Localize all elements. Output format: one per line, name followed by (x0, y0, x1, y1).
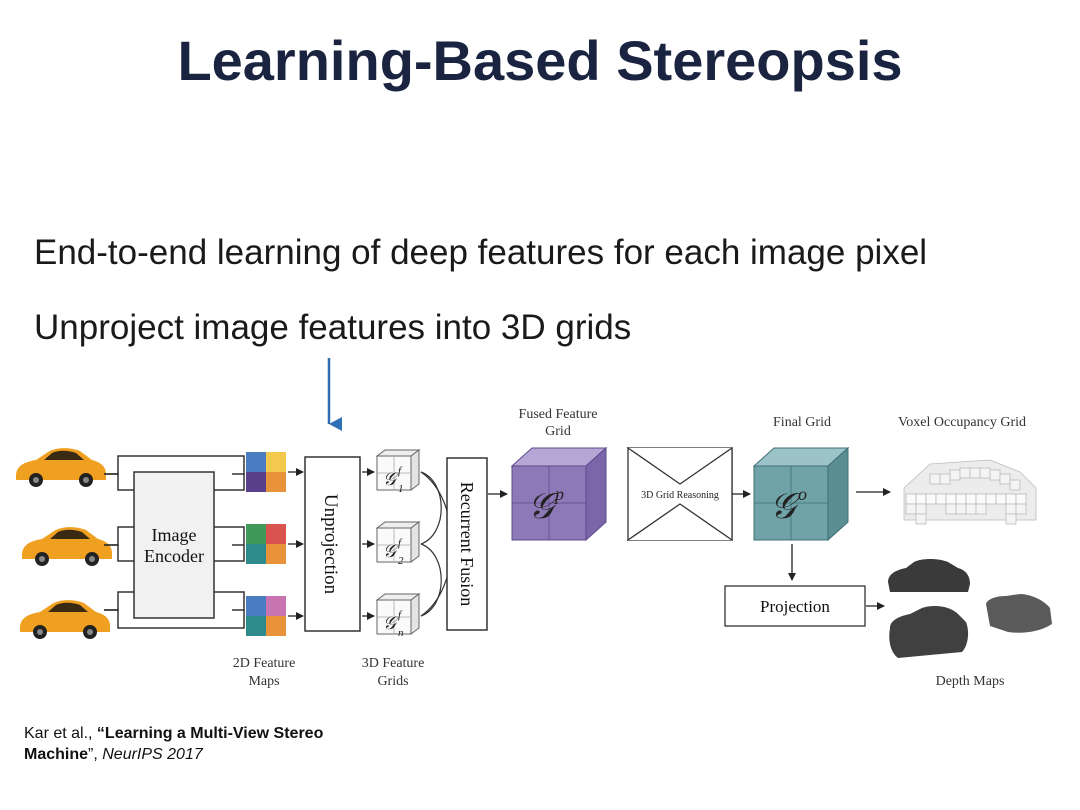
feature-grids-3d-label-line1: 3D Feature (362, 656, 425, 671)
feature-map-3 (246, 596, 286, 636)
slide-title: Learning-Based Stereopsis (177, 29, 903, 92)
grid-n-superscript: f (398, 609, 403, 621)
grid-1-subscript: 1 (398, 483, 404, 495)
depth-map-2 (986, 594, 1052, 633)
unprojection-label: Unprojection (320, 494, 341, 595)
citation-close-quote: ”, (88, 746, 103, 763)
input-car-2 (22, 527, 112, 566)
grid-1-superscript: f (398, 465, 403, 477)
image-encoder-label-line2: Encoder (144, 546, 204, 566)
citation-paper-title: “Learning a Multi-View Stereo Machine (24, 725, 324, 763)
feature-map-1 (246, 452, 286, 492)
voxel-occupancy-label: Voxel Occupancy Grid (898, 415, 1026, 430)
recurrent-fusion-block (446, 457, 488, 631)
image-encoder-label-line1: Image (152, 525, 197, 545)
final-grid-cube (752, 446, 850, 542)
depth-maps-label: Depth Maps (936, 674, 1005, 689)
depth-maps (888, 559, 1052, 658)
projection-block (724, 585, 866, 627)
bullet-deep-features: End-to-end learning of deep features for… (34, 233, 928, 272)
feature-map-2 (246, 524, 286, 564)
depth-map-3 (889, 606, 969, 658)
feature-grids-3d-label-line2: Grids (377, 674, 408, 689)
citation: Kar et al., “Learning a Multi-View Stere… (24, 723, 384, 765)
grid-n-symbol: 𝒢 (383, 613, 399, 633)
fused-feature-grid-cube (510, 446, 608, 542)
grid-reasoning-label: 3D Grid Reasoning (641, 490, 719, 501)
feature-maps-2d-label-line1: 2D Feature (233, 656, 296, 671)
grid-n-subscript: n (398, 627, 404, 639)
image-encoder-block (133, 471, 215, 619)
grid-2-subscript: 2 (398, 555, 404, 567)
grid-2-superscript: f (398, 537, 403, 549)
bullet-unproject: Unproject image features into 3D grids (34, 308, 632, 347)
depth-map-1 (888, 559, 970, 592)
fused-grid-label-line2: Grid (545, 424, 571, 439)
unprojection-block (304, 456, 361, 632)
feature-maps-2d-label-line2: Maps (248, 674, 279, 689)
citation-authors: Kar et al., (24, 725, 97, 742)
recurrent-fusion-label: Recurrent Fusion (457, 482, 477, 606)
projection-label: Projection (760, 597, 830, 616)
final-grid-superscript: o (798, 484, 807, 504)
grid-2-symbol: 𝒢 (383, 541, 399, 561)
final-grid-label: Final Grid (773, 415, 831, 430)
input-car-3 (20, 600, 110, 639)
citation-venue: NeurIPS 2017 (102, 746, 203, 763)
voxel-occupancy-car (903, 459, 1037, 525)
input-car-1 (16, 448, 106, 487)
fused-grid-superscript: p (553, 484, 564, 504)
grid-1-symbol: 𝒢 (383, 469, 399, 489)
fused-grid-label-line1: Fused Feature (519, 407, 598, 422)
